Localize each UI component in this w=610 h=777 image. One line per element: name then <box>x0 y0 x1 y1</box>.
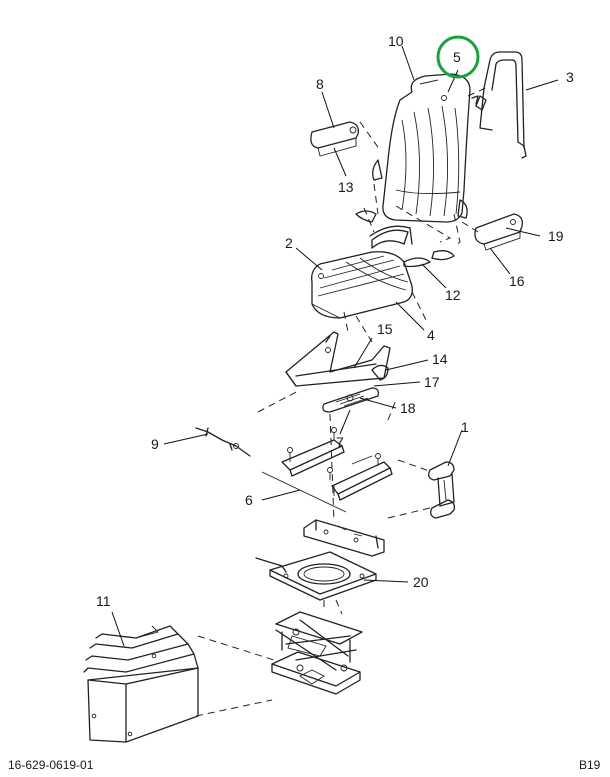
callout-1: 1 <box>461 419 469 435</box>
leader-lines <box>111 45 559 647</box>
callout-5: 5 <box>453 49 461 65</box>
callout-19: 19 <box>548 228 564 244</box>
back-brackets <box>355 210 455 268</box>
alignment-lines <box>195 85 491 717</box>
armrest-left <box>310 121 359 157</box>
page-reference: B19 <box>579 758 601 772</box>
seat-cushion <box>311 251 413 319</box>
callout-18: 18 <box>400 400 416 416</box>
suspension-mechanism <box>271 611 363 695</box>
callout-highlight-ring <box>436 35 480 79</box>
callout-2: 2 <box>285 235 293 251</box>
callout-labels: 10 5 3 8 13 19 16 2 12 4 15 14 17 18 1 9… <box>96 33 574 609</box>
callout-10: 10 <box>388 33 404 49</box>
callout-8: 8 <box>316 76 324 92</box>
shock-absorber <box>428 461 456 519</box>
callout-11: 11 <box>96 593 111 609</box>
headrest-frame <box>471 51 527 159</box>
armrest-right <box>474 213 523 251</box>
callout-7: 7 <box>336 434 344 450</box>
seat-pan-assembly <box>285 331 391 413</box>
callout-17: 17 <box>424 374 440 390</box>
lower-bracket <box>303 519 385 557</box>
callout-6: 6 <box>245 492 253 508</box>
suspension-boot <box>83 625 199 743</box>
control-cable <box>195 427 251 457</box>
callout-16: 16 <box>509 273 525 289</box>
callout-13: 13 <box>338 179 354 195</box>
seat-back <box>372 73 471 223</box>
slide-rails <box>261 427 393 513</box>
callout-20: 20 <box>413 574 429 590</box>
callout-3: 3 <box>566 69 574 85</box>
callout-15: 15 <box>377 321 393 337</box>
turntable-plate <box>255 551 377 601</box>
callout-12: 12 <box>445 287 461 303</box>
callout-4: 4 <box>427 327 435 343</box>
callout-9: 9 <box>151 436 159 452</box>
drawing-number: 16-629-0619-01 <box>8 758 94 772</box>
callout-14: 14 <box>432 351 448 367</box>
